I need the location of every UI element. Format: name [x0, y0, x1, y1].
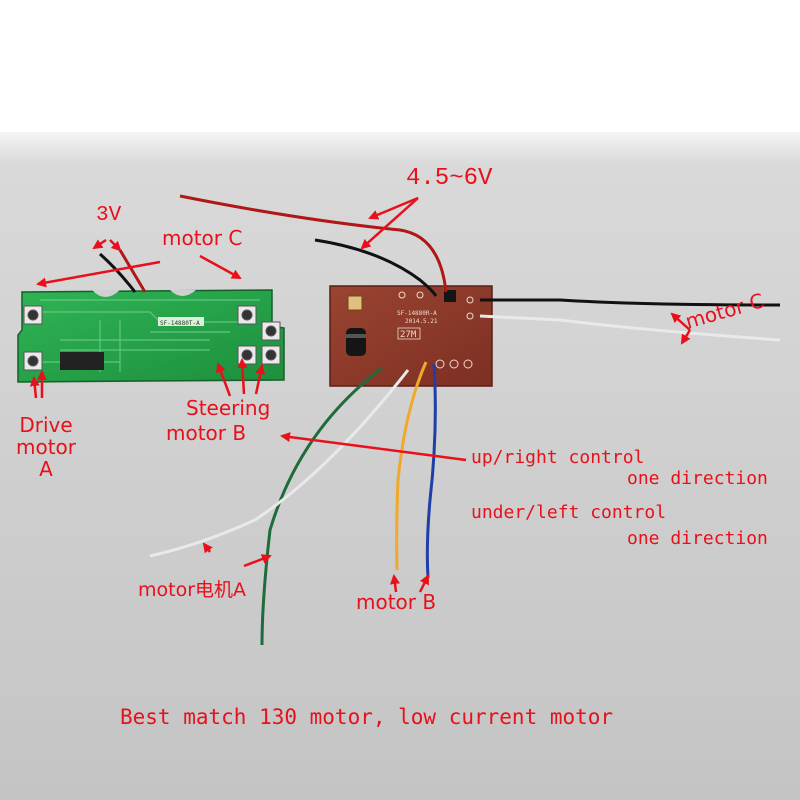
rx-date-silkscreen: 2014.5.21	[405, 318, 438, 325]
receiver-board: SF-14880R-A 2014.5.21 27M	[329, 285, 493, 387]
label-steering: Steering	[186, 396, 271, 420]
motor-b-blue-wire	[425, 363, 437, 579]
label-up-right-direction: one direction	[627, 468, 768, 489]
rx-frequency-silkscreen: 27M	[400, 330, 417, 340]
label-motor-c-left: motor C	[162, 226, 243, 250]
label-motor-a: motor电机A	[138, 579, 247, 601]
label-steering-motor-b: motor B	[166, 421, 247, 445]
tx-red-wire	[118, 249, 147, 293]
rx-red-power-wire	[179, 194, 448, 293]
tx-code-silkscreen: SF-14880T-A	[160, 320, 200, 327]
label-up-right-control: up/right control	[471, 447, 645, 468]
rx-code-silkscreen: SF-14880R-A	[397, 310, 437, 317]
tx-black-wire	[99, 252, 137, 293]
motor-c-black-wire	[480, 298, 781, 307]
label-under-left-direction: one direction	[627, 528, 768, 549]
motor-a-white-wire	[149, 369, 410, 558]
annotation-arrows	[29, 196, 692, 593]
motor-b-yellow-wire	[395, 361, 428, 571]
motor-a-green-wire	[260, 366, 383, 646]
label-voltage-range: 4.5~6V	[406, 165, 493, 192]
label-drive-motor-a: Drive motor A	[15, 413, 77, 481]
transmitter-board: SF-14880T-A	[17, 289, 285, 383]
label-3v: 3V	[96, 204, 122, 227]
label-under-left-control: under/left control	[471, 502, 667, 523]
footer-caption: Best match 130 motor, low current motor	[120, 705, 614, 729]
motor-c-white-wire	[479, 314, 781, 342]
rx-black-power-wire	[314, 238, 438, 297]
label-motor-b: motor B	[356, 590, 437, 614]
